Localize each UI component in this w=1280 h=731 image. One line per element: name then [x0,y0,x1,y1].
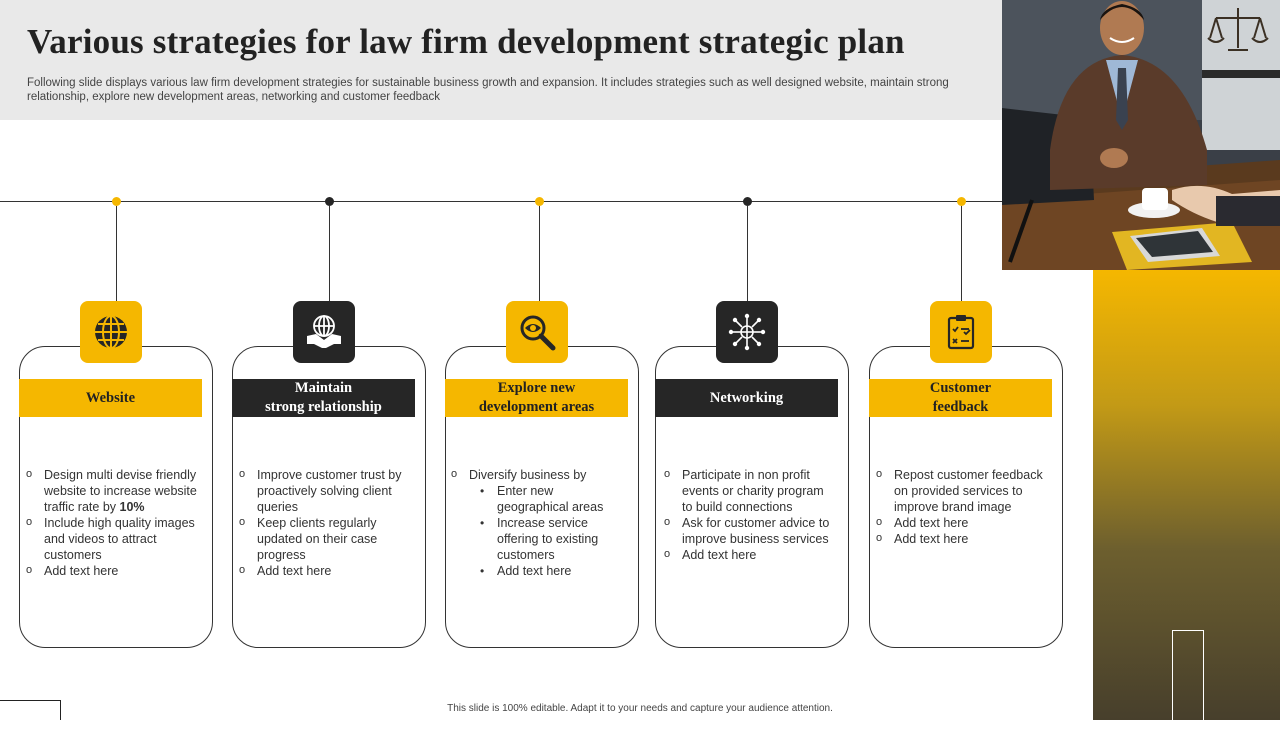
bullet-item: Participate in non profit events or char… [663,466,835,515]
corner-decoration [0,700,61,720]
timeline-dot [743,197,752,206]
handshake-globe-icon [307,315,341,348]
timeline-line [0,201,1002,202]
strategy-title: Networking [655,379,838,417]
timeline-connector [329,206,330,302]
timeline-dot [112,197,121,206]
bullet-item: Repost customer feedback on provided ser… [875,466,1047,515]
decorative-gradient-panel [1093,270,1280,720]
title-line: strong relationship [265,399,382,415]
bullet-item: Add text here [663,546,835,563]
bullet-text: Diversify business by [469,468,587,482]
sub-bullet-item: Add text here [469,563,622,579]
header-band: Various strategies for law firm developm… [0,0,1002,120]
bullet-item: Add text here [25,562,197,579]
bullet-item: Keep clients regularly updated on their … [238,514,410,563]
strategy-bullets: Diversify business by Enter new geograph… [450,466,622,579]
bullet-item: Add text here [875,514,1047,531]
strategy-icon-tile [293,301,355,363]
sub-bullet-item: Increase service offering to existing cu… [469,515,622,563]
strategy-icon-tile [716,301,778,363]
timeline-connector [961,206,962,302]
sub-bullet-item: Enter new geographical areas [469,483,622,515]
bullet-item: Ask for customer advice to improve busin… [663,514,835,547]
strategy-title: Explore new development areas [445,379,628,417]
timeline-dot [535,197,544,206]
strategy-title: Website [19,379,202,417]
bullet-item: Add text here [875,530,1047,547]
page-subtitle: Following slide displays various law fir… [27,77,949,103]
title-line: Maintain [294,380,353,396]
timeline-connector [539,206,540,302]
strategy-title-text: Website [85,389,136,406]
timeline-dot [325,197,334,206]
strategy-bullets: Repost customer feedback on provided ser… [875,466,1047,547]
strategy-bullets: Improve customer trust by proactively so… [238,466,410,579]
strategy-icon-tile [506,301,568,363]
timeline-connector [747,206,748,302]
strategy-title-text: Explore new development areas [479,379,594,417]
title-line: Explore new [497,380,576,396]
title-line: development areas [478,399,595,415]
timeline-dot [957,197,966,206]
bullet-bold-value: 10% [119,500,145,514]
decorative-frame [1172,630,1204,731]
strategy-title: Customer feedback [869,379,1052,417]
globe-icon [95,315,127,349]
strategy-title-text: Customer feedback [930,379,991,417]
strategy-title: Maintain strong relationship [232,379,415,417]
title-line: feedback [932,399,989,415]
strategy-bullets: Participate in non profit events or char… [663,466,835,563]
strategy-icon-tile [80,301,142,363]
bullet-text: Design multi devise friendly website to … [44,468,197,514]
bullet-item: Diversify business by Enter new geograph… [450,466,622,579]
bullet-item: Include high quality images and videos t… [25,514,197,563]
footer-note: This slide is 100% editable. Adapt it to… [447,703,833,714]
strategy-bullets: Design multi devise friendly website to … [25,466,197,579]
bullet-item: Design multi devise friendly website to … [25,466,197,515]
strategy-title-text: Networking [709,389,784,406]
title-line: Customer [929,380,992,396]
timeline-connector [116,206,117,302]
page-title: Various strategies for law firm developm… [27,22,905,61]
lawyer-office-photo [1002,0,1280,270]
bullet-item: Improve customer trust by proactively so… [238,466,410,515]
magnifier-eye-icon [520,315,556,351]
bullet-item: Add text here [238,562,410,579]
network-nodes-icon [728,313,766,351]
strategy-title-text: Maintain strong relationship [265,379,382,417]
checklist-clipboard-icon [947,315,975,350]
strategy-icon-tile [930,301,992,363]
